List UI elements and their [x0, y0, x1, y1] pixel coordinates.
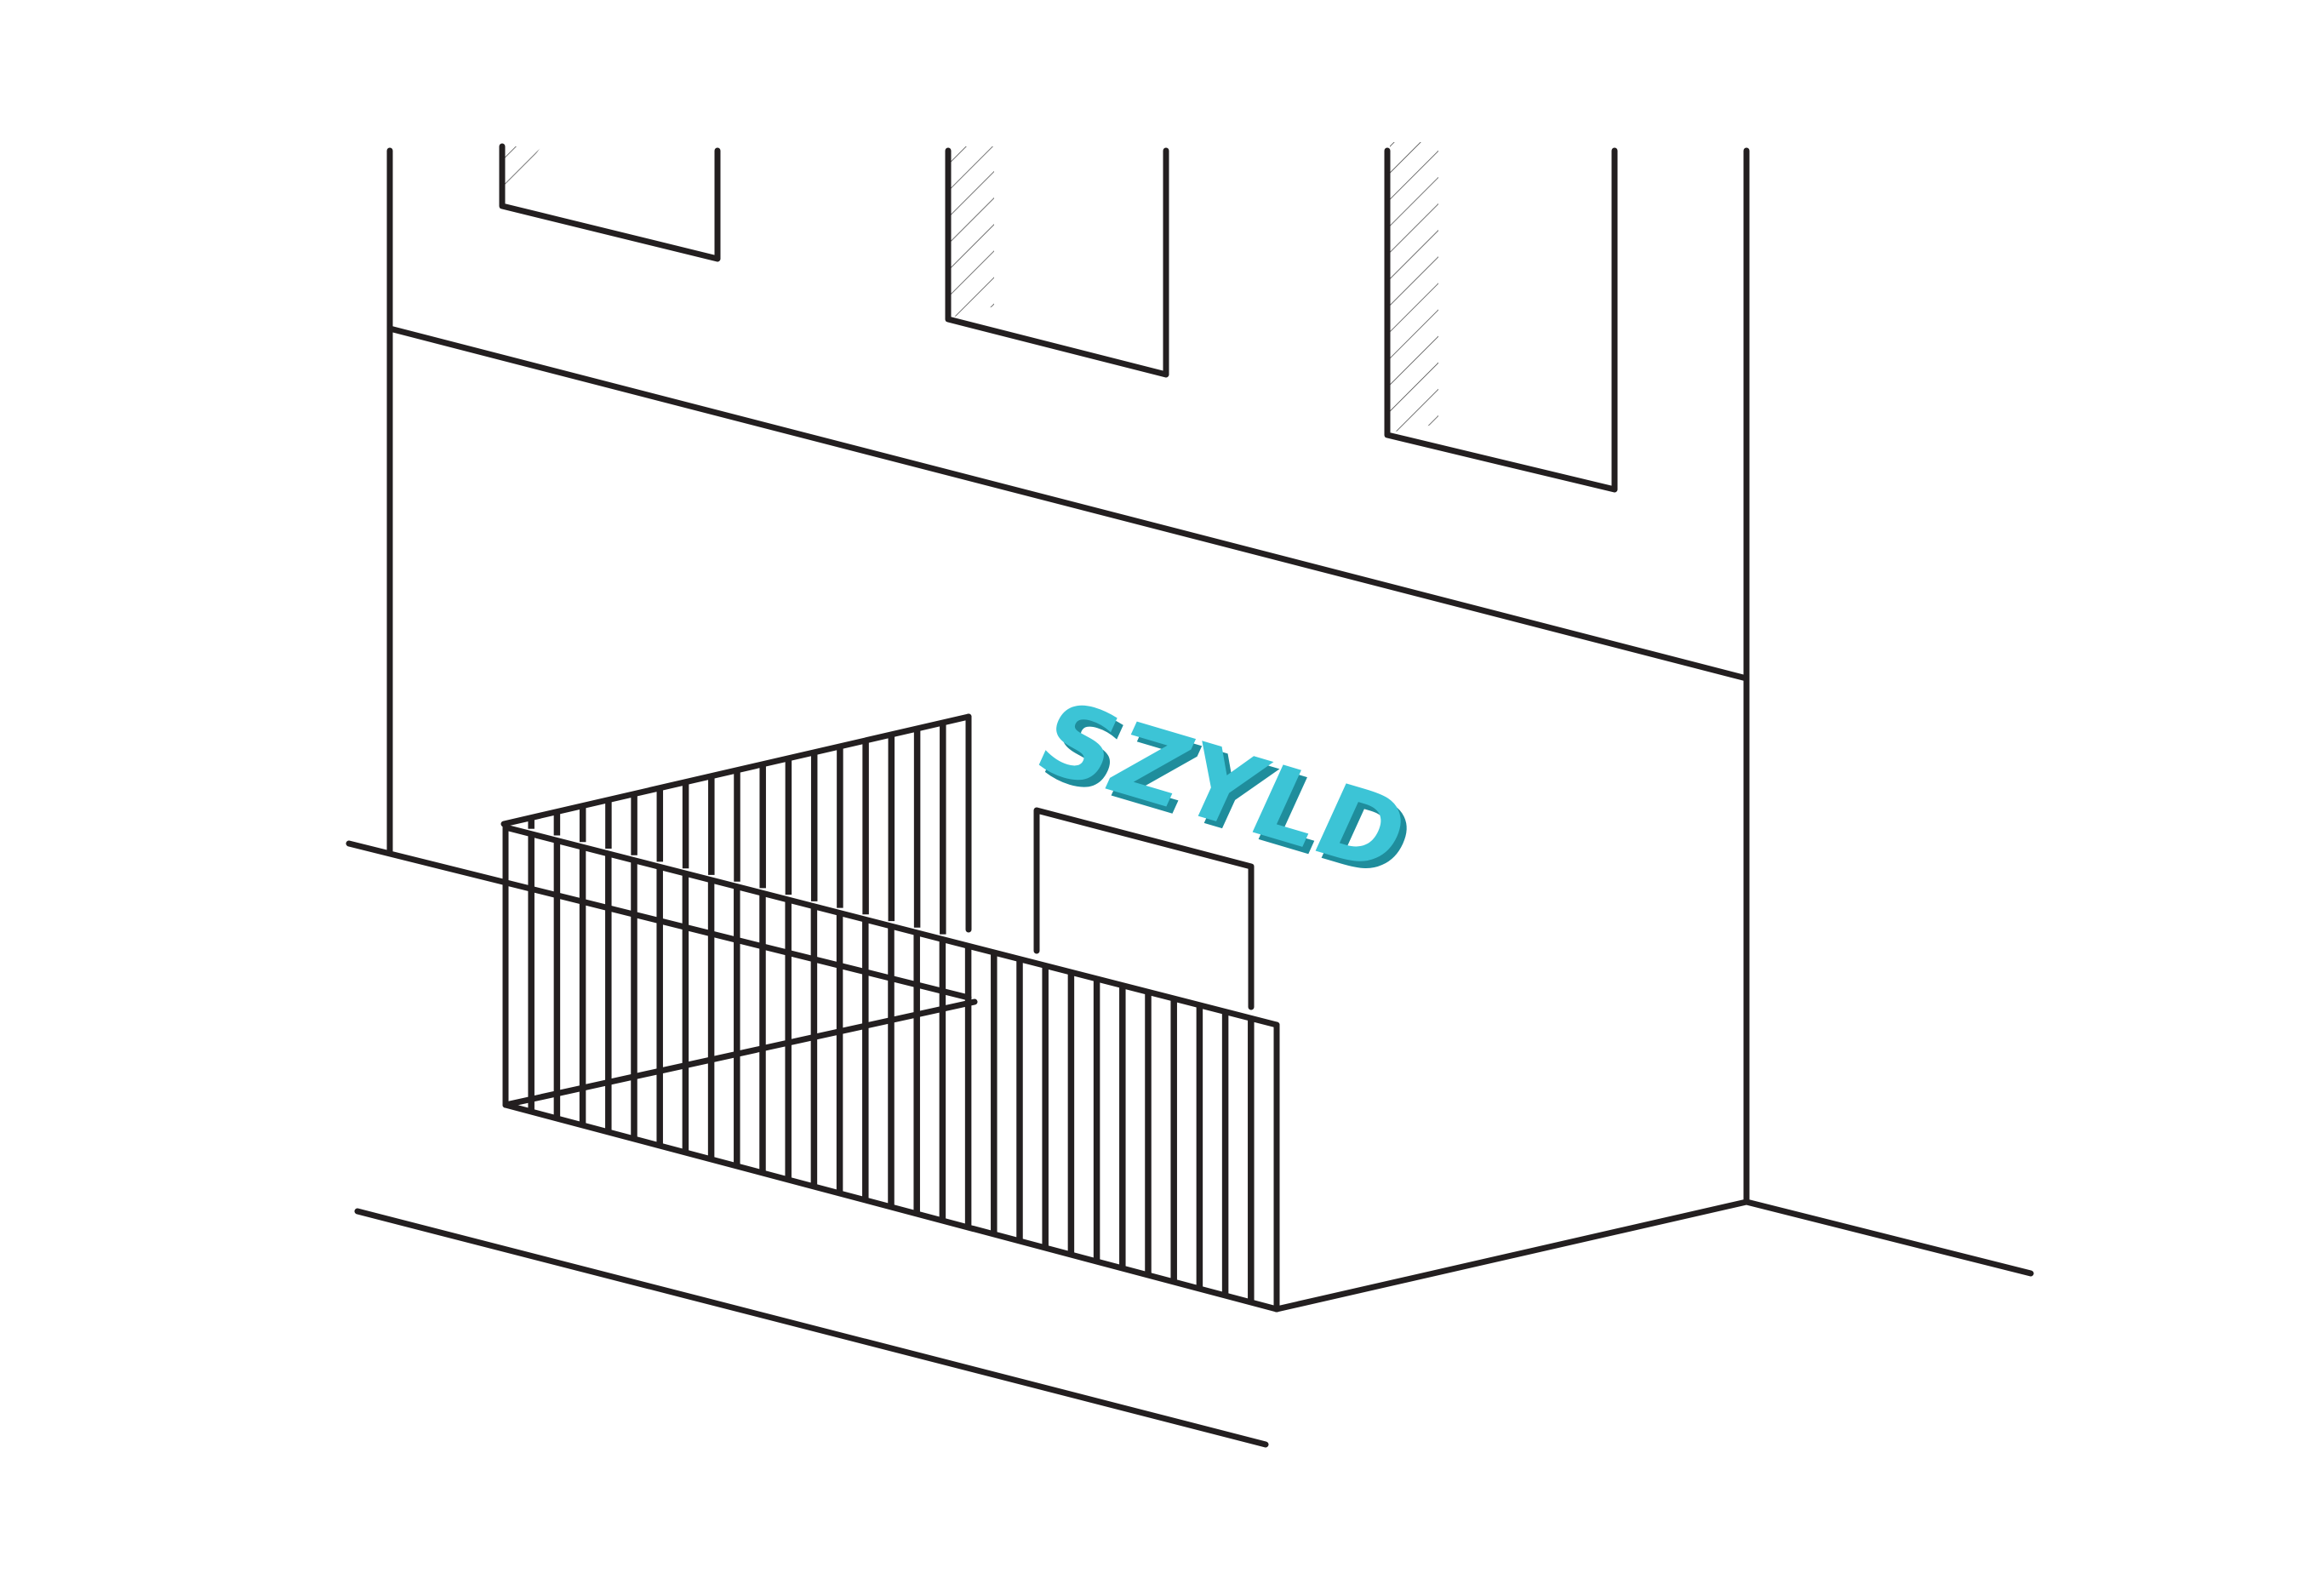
shop-door-outline: [1033, 807, 1255, 1010]
gate-front-bars: [528, 833, 1255, 1302]
gate-rear-top-rail: [500, 713, 972, 827]
gate-barrier: [500, 713, 1280, 1313]
floor-divider-line: [386, 325, 1750, 682]
ground-corner-line: [1273, 1198, 2034, 1313]
window-1-glass-hatch: [505, 146, 541, 197]
window-2-glass-hatch: [951, 146, 994, 317]
gate-rear-bars: [528, 723, 946, 935]
window-1: [499, 143, 721, 262]
gate-bottom-diagonal: [502, 998, 978, 1108]
gate-front-bottom-rail: [502, 1101, 1280, 1313]
upper-windows: [499, 142, 1618, 493]
building-facade: [346, 147, 2034, 1448]
sidewalk-curb-line: [354, 1208, 1269, 1448]
window-2: [945, 146, 1169, 378]
window-3-glass-hatch: [1390, 142, 1438, 432]
shop-sign: SZYLD SZYLD: [1020, 680, 1433, 901]
window-3: [1384, 142, 1618, 493]
gate-front-top-rail: [502, 824, 1280, 1028]
